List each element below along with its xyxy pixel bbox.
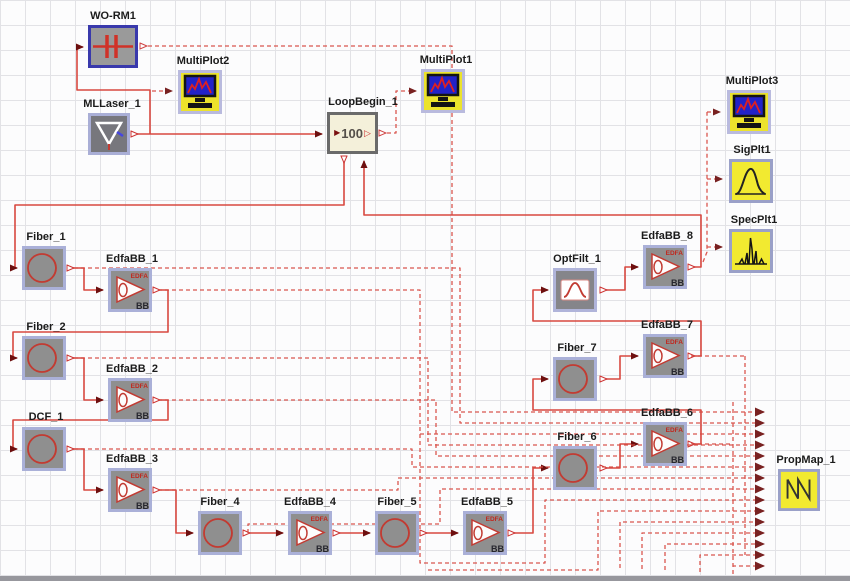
block-label: Fiber_4 <box>200 496 240 508</box>
block-label: SpecPlt1 <box>730 214 778 226</box>
loop-iteration-count: 100 <box>341 125 363 141</box>
block-label: Fiber_6 <box>557 431 597 443</box>
block-multiplot2[interactable] <box>178 70 222 114</box>
block-fiber-2[interactable] <box>22 336 66 380</box>
block-label: EdfaBB_3 <box>106 453 158 465</box>
laser-icon <box>90 115 129 154</box>
fiber-icon <box>24 248 65 289</box>
block-mllaser-1[interactable] <box>88 113 130 155</box>
loop-input-glyph: ▶ <box>334 128 341 137</box>
block-label: LoopBegin_1 <box>328 96 398 108</box>
block-edfabb-4[interactable] <box>288 511 332 555</box>
block-edfabb-6[interactable] <box>643 422 687 466</box>
block-label: EdfaBB_2 <box>106 363 158 375</box>
block-label: SigPlt1 <box>733 144 771 156</box>
block-label: Fiber_2 <box>26 321 66 333</box>
block-label: EdfaBB_7 <box>641 319 693 331</box>
block-sigplt1[interactable] <box>729 159 773 203</box>
block-edfabb-1[interactable] <box>108 268 152 312</box>
block-label: DCF_1 <box>28 411 64 423</box>
block-multiplot1[interactable] <box>421 69 465 113</box>
block-label: PropMap_1 <box>776 454 836 466</box>
fiber-icon <box>24 338 65 379</box>
block-label: MultiPlot2 <box>176 55 230 67</box>
block-label: EdfaBB_8 <box>641 230 693 242</box>
edfa-icon <box>645 424 686 466</box>
edfa-icon <box>645 247 686 289</box>
block-edfabb-8[interactable] <box>643 245 687 289</box>
loop-output-glyph: ▷ <box>363 127 371 138</box>
fiber-icon <box>200 513 241 554</box>
edfa-icon <box>465 513 506 555</box>
block-optfilt-1[interactable] <box>553 268 597 312</box>
block-fiber-6[interactable] <box>553 446 597 490</box>
block-edfabb-5[interactable] <box>463 511 507 555</box>
block-label: Fiber_1 <box>26 231 66 243</box>
edfa-icon <box>110 380 151 422</box>
block-label: Fiber_5 <box>377 496 417 508</box>
block-edfabb-7[interactable] <box>643 334 687 378</box>
block-fiber-7[interactable] <box>553 357 597 401</box>
block-fiber-1[interactable] <box>22 246 66 290</box>
fiber-icon <box>24 429 65 470</box>
propagation-map-icon <box>779 470 818 509</box>
block-dcf-1[interactable] <box>22 427 66 471</box>
edfa-icon <box>290 513 331 555</box>
optical-filter-icon <box>555 270 596 311</box>
block-propmap-1[interactable] <box>778 469 820 511</box>
monitor-icon <box>423 71 464 112</box>
fiber-icon <box>555 448 596 489</box>
block-loopbegin-1[interactable]: ▶ 100 ▷ <box>327 112 378 154</box>
dashed-wires <box>74 46 765 574</box>
block-multiplot3[interactable] <box>727 90 771 134</box>
block-fiber-4[interactable] <box>198 511 242 555</box>
monitor-icon <box>729 92 770 133</box>
block-label: EdfaBB_1 <box>106 253 158 265</box>
block-label: OptFilt_1 <box>553 253 601 265</box>
block-label: EdfaBB_6 <box>641 407 693 419</box>
edfa-icon <box>110 270 151 312</box>
edfa-icon <box>110 470 151 512</box>
fiber-icon <box>555 359 596 400</box>
block-edfabb-3[interactable] <box>108 468 152 512</box>
coupler-icon <box>90 27 137 67</box>
block-label: WO-RM1 <box>90 10 136 22</box>
fiber-icon <box>377 513 418 554</box>
block-fiber-5[interactable] <box>375 511 419 555</box>
monitor-icon <box>180 72 221 113</box>
block-label: Fiber_7 <box>557 342 597 354</box>
block-wo-rm1[interactable] <box>88 25 138 68</box>
block-edfabb-2[interactable] <box>108 378 152 422</box>
edfa-icon <box>645 336 686 378</box>
spectrum-plot-icon <box>731 231 772 272</box>
block-label: EdfaBB_5 <box>461 496 513 508</box>
block-label: MultiPlot1 <box>419 54 473 66</box>
block-label: MLLaser_1 <box>83 98 141 110</box>
signal-plot-icon <box>731 161 772 202</box>
block-label: MultiPlot3 <box>725 75 779 87</box>
block-specplt1[interactable] <box>729 229 773 273</box>
block-label: EdfaBB_4 <box>284 496 336 508</box>
window-bottom-edge <box>0 576 850 581</box>
